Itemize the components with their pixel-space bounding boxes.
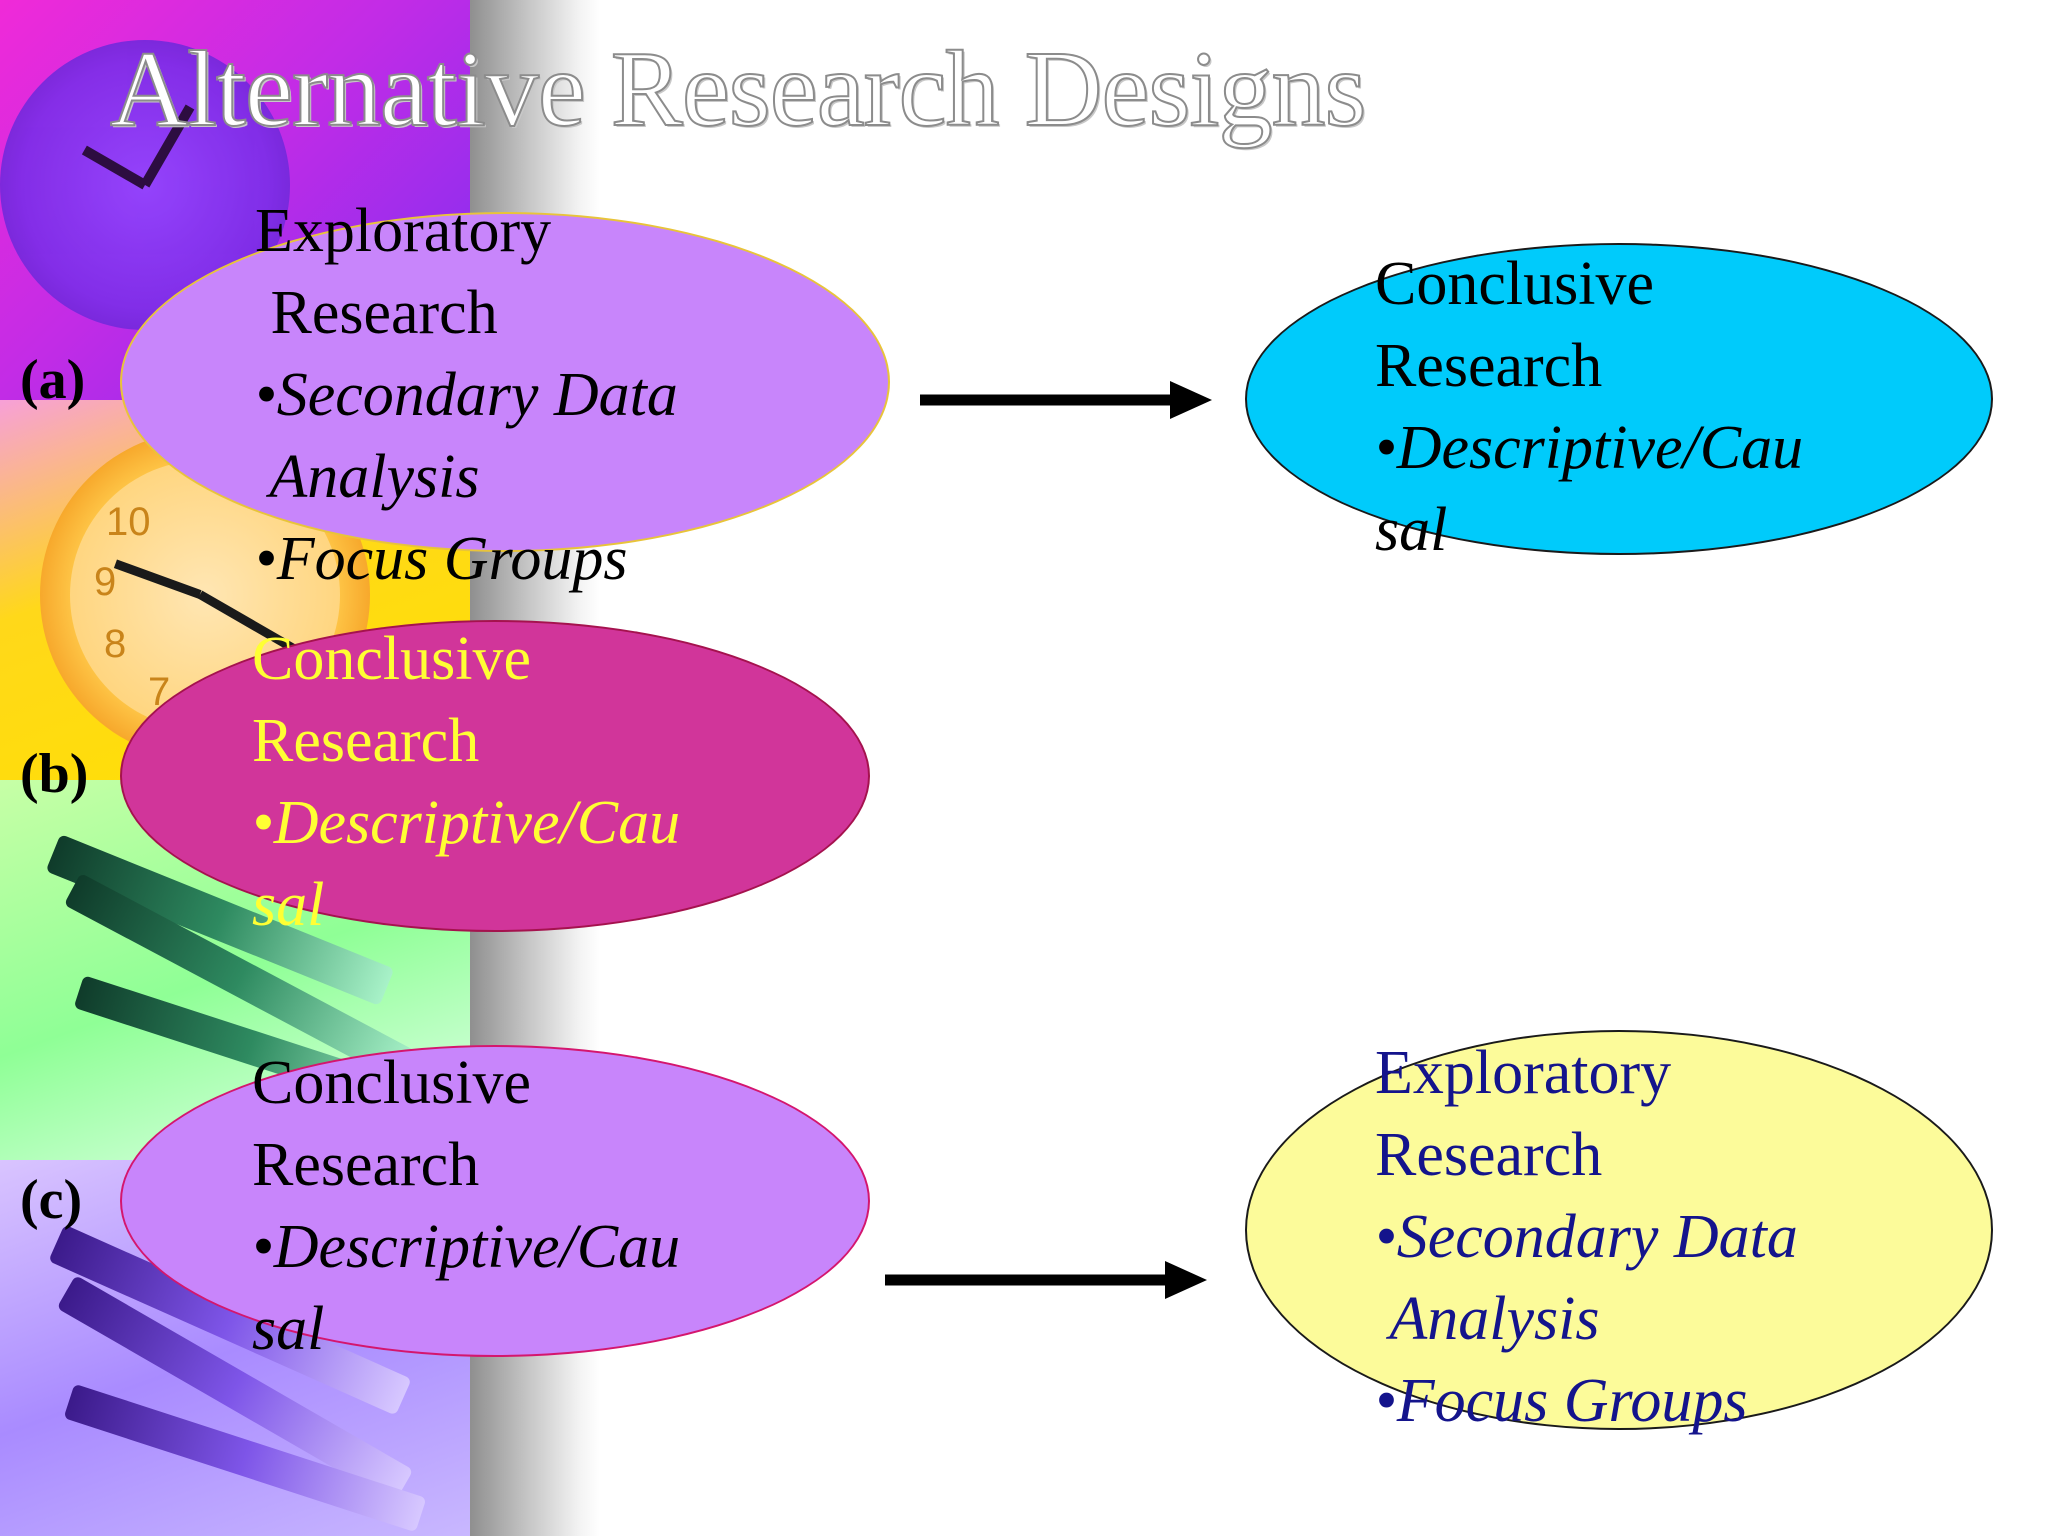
- ellipse-b-text: Conclusive Research •Descriptive/Cau sal: [252, 618, 680, 946]
- ellipse-c-right-text: Exploratory Research •Secondary Data Ana…: [1375, 1032, 1798, 1442]
- slide-title: Alternative Research Designs: [109, 29, 1368, 150]
- bullet-line: •Secondary Data: [255, 361, 678, 429]
- bullet-line: •Descriptive/Cau: [252, 789, 681, 857]
- heading-line: Research: [1375, 1121, 1603, 1189]
- heading-line: Exploratory: [255, 197, 552, 265]
- ellipse-a-right-text: Conclusive Research •Descriptive/Cau sal: [1375, 243, 1803, 571]
- clock-number: 10: [106, 500, 151, 544]
- ellipse-c-left-text: Conclusive Research •Descriptive/Cau sal: [252, 1042, 680, 1370]
- arrow-right-icon: [885, 1261, 1207, 1299]
- heading-line: Research: [1375, 332, 1603, 400]
- heading-line: Research: [255, 279, 498, 347]
- clock-number: 8: [104, 622, 127, 666]
- heading-line: Conclusive: [252, 1049, 531, 1117]
- bullet-line: sal: [252, 871, 325, 939]
- heading-line: Conclusive: [1375, 250, 1654, 318]
- bullet-line: •Descriptive/Cau: [1375, 414, 1804, 482]
- bullet-line: Analysis: [1375, 1285, 1600, 1353]
- bullet-line: sal: [252, 1295, 325, 1363]
- exploratory-ellipse-c: [1245, 1030, 1993, 1430]
- exploratory-ellipse-a: [120, 212, 890, 552]
- row-label-a: (a): [20, 349, 86, 411]
- bullet-line: •Focus Groups: [1375, 1367, 1748, 1435]
- heading-line: Research: [252, 1131, 480, 1199]
- bullet-line: •Descriptive/Cau: [252, 1213, 681, 1281]
- arrow-right-icon: [920, 381, 1212, 419]
- ellipse-a-left-text: Exploratory Research •Secondary Data Ana…: [255, 190, 678, 600]
- row-label-b: (b): [20, 743, 89, 805]
- bullet-line: •Focus Groups: [255, 525, 628, 593]
- heading-line: Research: [252, 707, 480, 775]
- heading-line: Exploratory: [1375, 1039, 1672, 1107]
- bullet-line: sal: [1375, 496, 1448, 564]
- clock-number: 9: [94, 560, 117, 604]
- clock-hand-icon: [113, 559, 202, 599]
- conclusive-ellipse-b: [120, 620, 870, 932]
- clock-hand-icon: [81, 145, 148, 190]
- conclusive-ellipse-c: [120, 1045, 870, 1357]
- bullet-line: •Secondary Data: [1375, 1203, 1798, 1271]
- bullet-line: Analysis: [255, 443, 480, 511]
- conclusive-ellipse-a: [1245, 243, 1993, 555]
- row-label-c: (c): [20, 1169, 83, 1231]
- heading-line: Conclusive: [252, 625, 531, 693]
